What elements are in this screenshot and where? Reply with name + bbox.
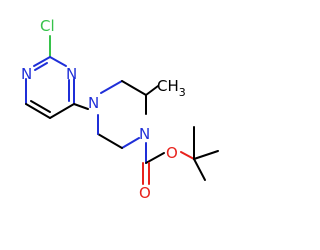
bond-c4-c5 <box>25 103 51 119</box>
boc-group <box>142 126 219 185</box>
bond-n4-c3 <box>100 80 123 94</box>
bond-carbonyl-ester-o <box>145 152 165 164</box>
pyrimidine-ring <box>25 35 89 119</box>
carbonyl-oxygen: O <box>139 184 151 202</box>
bond-c4-c5-double <box>30 100 51 113</box>
bond-c2-n1 <box>49 56 67 67</box>
bond-tbutyl-methyl-bottom <box>193 158 206 181</box>
bond-c2m-methyl <box>145 85 159 96</box>
bond-c2-n3-double <box>34 62 48 71</box>
chlorine-atom: Cl <box>40 17 55 35</box>
pyrimidine-n-right: N <box>66 65 77 83</box>
structure-svg: Cl N N N N CH3 O O <box>21 17 219 202</box>
bond-ester-o-tbutyl <box>180 151 195 160</box>
bond-n1-c6 <box>121 137 140 149</box>
bond-tbutyl-methyl-right <box>193 150 219 160</box>
methyl-group: CH3 <box>157 77 186 99</box>
piperazine-n-bottom: N <box>139 125 150 143</box>
bond-c6-npip <box>73 103 89 110</box>
piperazine-n-top: N <box>88 94 99 112</box>
molecule-diagram: Cl N N N N CH3 O O <box>21 17 219 202</box>
piperazine-ring <box>97 80 159 149</box>
bond-c5-c6 <box>49 103 75 119</box>
bond-c3-c2m <box>121 80 147 96</box>
ester-oxygen: O <box>166 144 178 162</box>
methyl-label: CH <box>157 77 179 95</box>
bond-c2-n3 <box>33 56 51 67</box>
pyrimidine-n-left: N <box>21 65 32 83</box>
bond-c6-c5 <box>97 133 123 149</box>
methyl-subscript: 3 <box>179 86 186 99</box>
